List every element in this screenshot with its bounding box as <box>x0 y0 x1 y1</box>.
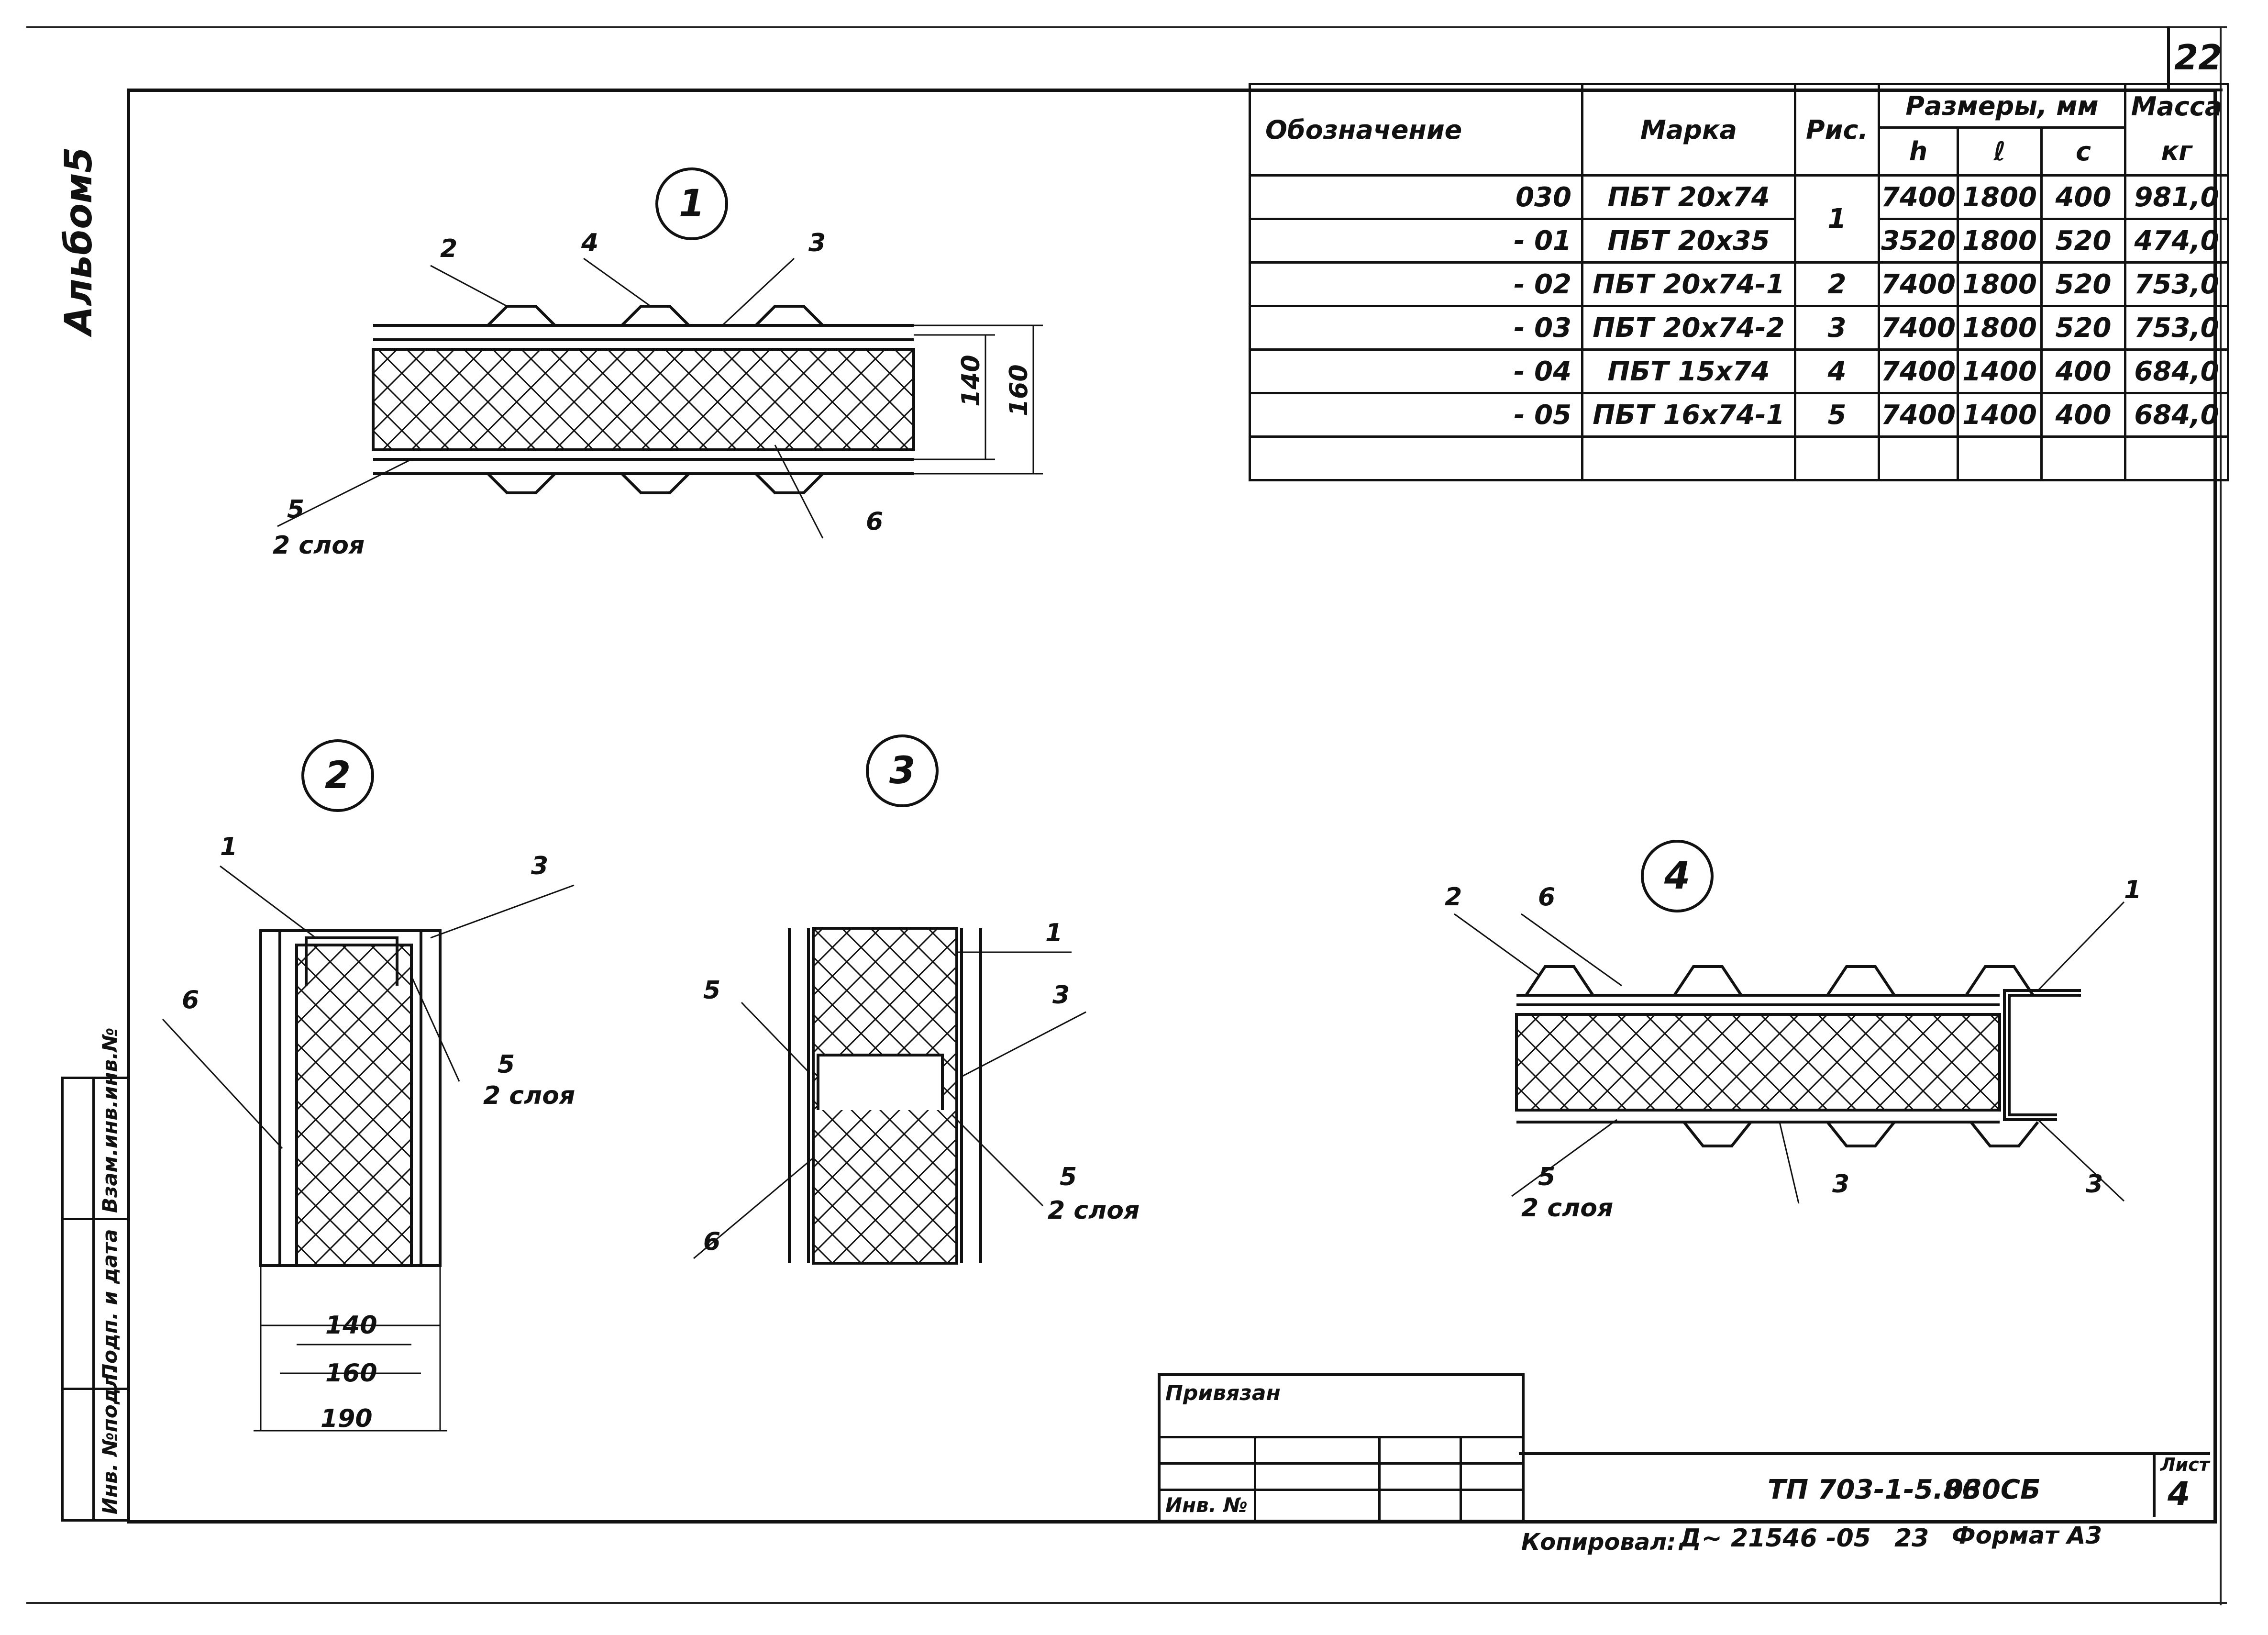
table-row: - 04 ПБТ 15х74 4 7400 1400 400 684,0 <box>1249 348 2229 394</box>
fig2-callout: 1 <box>220 833 238 861</box>
th-c: c <box>2040 126 2126 177</box>
th-mass-unit: кг <box>2124 127 2229 177</box>
fig4-callout: 6 <box>1538 883 1556 912</box>
copied-label: Копировал: <box>1521 1529 1676 1556</box>
fig2-callout: 6 <box>182 986 199 1014</box>
sheet-label: Лист <box>2160 1454 2210 1475</box>
sheet-cell: Лист 4 <box>2153 1452 2213 1517</box>
copier-id: Д~ 21546 -05 <box>1679 1524 1871 1553</box>
title-bar: ТП 703-1-5.86 030СБ <box>1519 1452 2210 1520</box>
inv-no-label: Инв. № <box>1165 1493 1248 1517</box>
binding-block: Привязан Инв. № <box>1158 1373 1525 1523</box>
th-mark: Марка <box>1581 83 1796 177</box>
copy-number: 23 <box>1894 1524 1929 1553</box>
fig3-callout: 3 <box>1052 981 1070 1010</box>
right-border-line <box>2220 26 2222 1605</box>
sheet-number: 22 <box>2174 37 2223 78</box>
fig4-callout: 2 <box>1445 883 1462 912</box>
table-row: - 01 ПБТ 20х35 3520 1800 520 474,0 <box>1249 218 2229 264</box>
fig3-callout: 1 <box>1045 919 1063 947</box>
figure-2-section <box>162 865 575 1432</box>
figure-1-label: 1 <box>655 167 728 240</box>
fig4-callout: 3 <box>2086 1170 2103 1199</box>
fig2-callout: 2 слоя <box>483 1081 575 1110</box>
table-row: - 05 ПБТ 16х74-1 5 7400 1400 400 684,0 <box>1249 392 2229 438</box>
fig2-dim: 190 <box>321 1404 373 1433</box>
fig2-callout: 3 <box>531 852 549 880</box>
stamp-sign-date: Подп. и дата <box>98 1229 122 1380</box>
fig1-callout: 2 <box>440 234 458 263</box>
fig1-callout: 4 <box>581 229 599 257</box>
fig1-dim: 140 <box>957 355 985 407</box>
sheet-value: 4 <box>2168 1475 2191 1513</box>
th-designation: Обозначение <box>1249 83 1583 177</box>
figure-4-section <box>1454 901 2125 1204</box>
figure-3-label: 3 <box>866 734 939 807</box>
fig3-callout: 5 <box>703 976 721 1005</box>
fig3-callout: 5 <box>1060 1163 1077 1191</box>
fig1-callout: 5 <box>287 495 305 524</box>
th-l: ℓ <box>1957 126 2043 177</box>
fig2-dim: 140 <box>325 1311 377 1340</box>
fig4-callout: 1 <box>2124 876 2142 904</box>
stamp-replace-inv: Взам.инв.инв.№ <box>98 1027 122 1213</box>
fig1-dim: 160 <box>1005 364 1033 416</box>
fig4-callout: 5 <box>1538 1163 1556 1191</box>
figure-2-label: 2 <box>301 739 374 812</box>
spec-table: Обозначение Марка Рис. Размеры, мм Масса… <box>1249 83 2229 481</box>
left-approval-stamp: Взам.инв.инв.№ Подп. и дата Инв. №подл. <box>61 1027 127 1522</box>
format-label: Формат А3 <box>1952 1522 2102 1549</box>
table-row: 030 ПБТ 20х74 1 7400 1800 400 981,0 <box>1249 174 2229 264</box>
stamp-inv-orig: Инв. №подл. <box>98 1366 122 1514</box>
bottom-border-line <box>26 1602 2227 1604</box>
fig3-callout: 6 <box>703 1227 721 1256</box>
table-row: - 02 ПБТ 20х74-1 2 7400 1800 520 753,0 <box>1249 261 2229 307</box>
doc-code: ТП 703-1-5.86 <box>1768 1474 1981 1505</box>
figure-4-label: 4 <box>1641 840 1714 912</box>
top-border-line <box>26 26 2227 28</box>
doc-designation: 030СБ <box>1945 1474 2041 1505</box>
th-fig: Рис. <box>1794 83 1880 177</box>
fig3-callout: 2 слоя <box>1048 1196 1140 1225</box>
table-row-empty <box>1249 435 2229 481</box>
fig4-callout: 2 слоя <box>1521 1194 1614 1223</box>
th-dimensions: Размеры, мм <box>1878 83 2126 129</box>
figure-1-section <box>277 257 1043 539</box>
fig4-callout: 3 <box>1832 1170 1850 1199</box>
bound-label: Привязан <box>1165 1381 1281 1405</box>
th-h: h <box>1878 126 1959 177</box>
fig2-dim: 160 <box>325 1359 377 1388</box>
fig1-callout: 2 слоя <box>273 531 365 560</box>
th-mass: Масса <box>2124 83 2229 128</box>
figure-3-section <box>693 927 1086 1265</box>
fig1-callout: 3 <box>808 229 826 257</box>
fig2-callout: 5 <box>498 1050 515 1079</box>
table-row: - 03 ПБТ 20х74-2 3 7400 1800 520 753,0 <box>1249 305 2229 351</box>
fig1-callout: 6 <box>866 507 884 536</box>
